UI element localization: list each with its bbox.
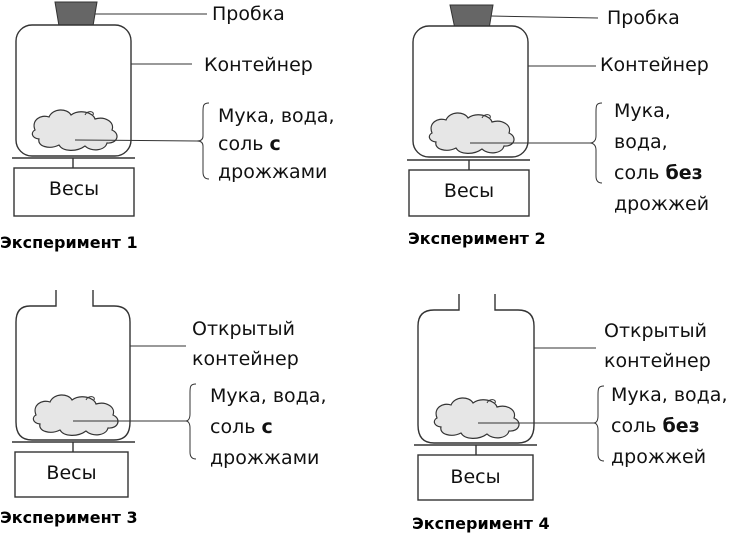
ingredients-label: Мука, вода, соль с дрожжами (218, 102, 334, 186)
scale-label: Весы (450, 466, 501, 488)
ingredients-line: дрожжей (611, 446, 707, 468)
ingredients-label: Мука, вода, соль без дрожжей (611, 380, 727, 473)
experiment-3-apparatus (12, 290, 197, 498)
container-label: Открытый контейнер (192, 318, 299, 370)
ingredients-line: соль с (218, 133, 281, 155)
experiment-1-apparatus (12, 1, 210, 217)
ingredients-line: вода, (614, 131, 668, 153)
brace (593, 385, 605, 462)
ingredients-line: Мука, (614, 100, 671, 122)
ingredients-line: соль с (210, 416, 273, 438)
cork-icon (54, 1, 98, 27)
cork-label: Пробка (212, 3, 285, 25)
scale-label: Весы (46, 462, 97, 484)
scale-label: Весы (443, 180, 495, 202)
experiment-title: Эксперимент 3 (0, 508, 138, 527)
scale-label: Весы (48, 178, 100, 200)
ingredients-line: дрожжей (614, 193, 710, 215)
cork-label: Пробка (607, 7, 680, 29)
experiment-2-apparatus (407, 4, 603, 217)
ingredients-line: Мука, вода, (611, 384, 728, 406)
ingredients-line: дрожжами (210, 447, 320, 469)
brace (196, 102, 210, 180)
scale-box (408, 169, 530, 217)
container-label: Контейнер (204, 54, 313, 76)
experiment-title: Эксперимент 1 (0, 233, 138, 252)
ingredients-label: Мука, вода, соль с дрожжами (210, 381, 326, 474)
brace (185, 383, 197, 460)
scale-box (14, 451, 129, 498)
ingredients-line: соль без (614, 162, 703, 184)
container-label: Открытый контейнер (604, 320, 711, 372)
scale-box (417, 454, 534, 501)
ingredients-label: Мука, вода, соль без дрожжей (614, 96, 709, 220)
ingredients-line: Мука, вода, (210, 385, 327, 407)
ingredients-line: соль без (611, 415, 700, 437)
ingredients-line: дрожжами (218, 161, 328, 183)
container-label: Контейнер (600, 54, 709, 76)
experiment-title: Эксперимент 4 (412, 514, 550, 533)
brace (589, 102, 603, 184)
experiment-4-apparatus (414, 294, 605, 501)
experiment-title: Эксперимент 2 (408, 229, 546, 248)
ingredients-line: Мука, вода, (218, 105, 335, 127)
scale-box (13, 167, 135, 217)
